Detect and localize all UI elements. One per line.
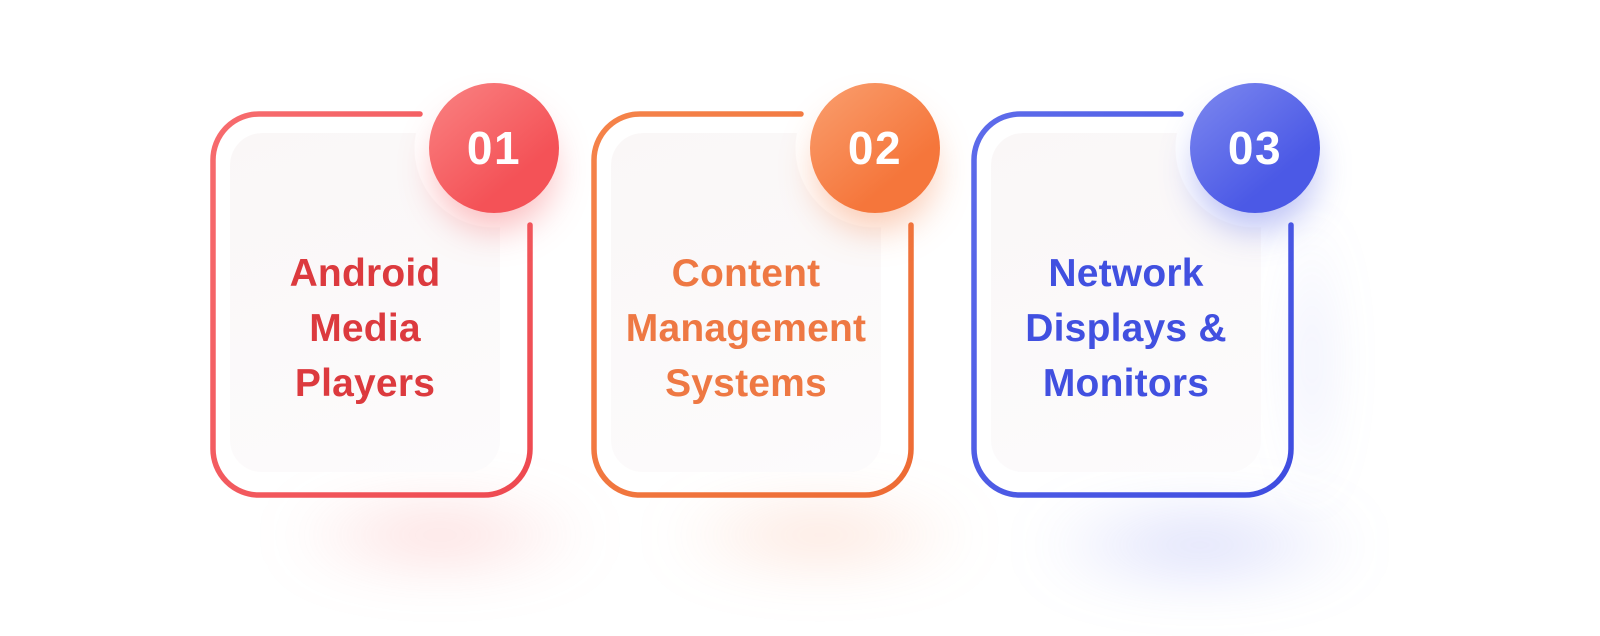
card-glow	[660, 495, 980, 575]
badge-number: 01	[466, 122, 522, 174]
step-card-2: Content Management Systems 02	[591, 83, 940, 498]
card-title: Content Management Systems	[611, 246, 881, 411]
step-card-1: Android Media Players 01	[210, 83, 559, 498]
step-number-badge: 03	[1190, 83, 1320, 213]
card-glow	[280, 495, 600, 575]
card-outline	[591, 111, 914, 498]
step-card-3: Network Displays & Monitors 03	[971, 83, 1320, 498]
card-title-line: Players	[294, 362, 436, 405]
card-title-line: Media	[309, 307, 421, 350]
card-body: Content Management Systems	[611, 133, 881, 472]
card-outline	[210, 111, 533, 498]
card-outline	[971, 111, 1294, 498]
step-number-badge: 01	[429, 83, 559, 213]
card-title: Network Displays & Monitors	[991, 246, 1261, 411]
badge-number: 03	[1227, 122, 1283, 174]
card-title-line: Systems	[665, 362, 827, 405]
card-title-line: Displays &	[1025, 307, 1227, 350]
step-number-badge: 02	[810, 83, 940, 213]
card-glow	[1030, 500, 1370, 590]
badge-number: 02	[847, 122, 903, 174]
card-title-line: Management	[625, 307, 867, 350]
card-title-line: Network	[1048, 252, 1204, 295]
card-title-line: Android	[289, 252, 441, 295]
card-title: Android Media Players	[230, 246, 500, 411]
card-title-line: Monitors	[1042, 362, 1210, 405]
card-title-line: Content	[671, 252, 821, 295]
